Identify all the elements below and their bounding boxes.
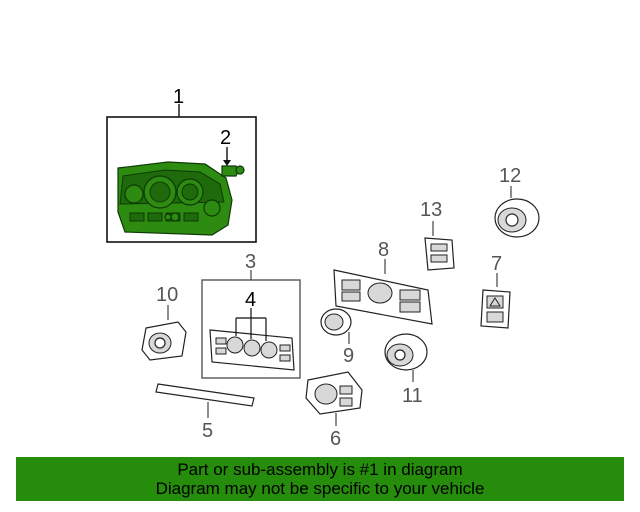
callout-8: 8 bbox=[378, 239, 389, 261]
banner-line-1: Part or sub-assembly is #1 in diagram bbox=[177, 460, 463, 479]
part-3-climate-control[interactable] bbox=[201, 270, 301, 379]
part-8-switch-panel[interactable] bbox=[333, 259, 433, 325]
part-9-knob[interactable] bbox=[320, 308, 352, 344]
part-6-switch-module[interactable] bbox=[305, 371, 363, 426]
part-11-headlamp-switch[interactable] bbox=[384, 333, 428, 382]
callout-5: 5 bbox=[202, 420, 213, 442]
part-12-knob[interactable] bbox=[494, 186, 540, 238]
callout-12: 12 bbox=[499, 165, 521, 187]
part-1-instrument-cluster[interactable] bbox=[106, 104, 257, 243]
banner-line-2: Diagram may not be specific to your vehi… bbox=[155, 479, 485, 498]
callout-10: 10 bbox=[156, 284, 178, 306]
part-10-switch[interactable] bbox=[141, 305, 187, 361]
callout-9: 9 bbox=[343, 345, 354, 367]
part-2-screw[interactable] bbox=[221, 147, 245, 177]
callout-11: 11 bbox=[402, 385, 423, 407]
callout-2: 2 bbox=[220, 127, 231, 149]
callout-1: 1 bbox=[173, 86, 184, 108]
part-4-knobs[interactable] bbox=[235, 308, 267, 341]
callout-7: 7 bbox=[491, 253, 502, 275]
callout-6: 6 bbox=[330, 428, 341, 450]
part-7-hazard-switch[interactable] bbox=[480, 273, 511, 329]
callout-3: 3 bbox=[245, 251, 256, 273]
info-banner: Part or sub-assembly is #1 in diagram Di… bbox=[16, 457, 624, 501]
part-13-switch[interactable] bbox=[424, 221, 455, 271]
part-5-trim-strip[interactable] bbox=[155, 383, 255, 418]
callout-13: 13 bbox=[420, 199, 442, 221]
callout-4: 4 bbox=[245, 289, 256, 311]
